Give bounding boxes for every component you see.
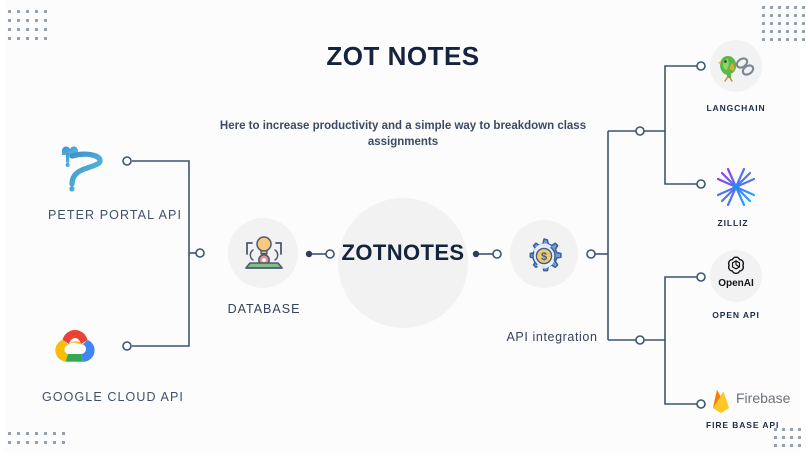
wire-node-firebase — [696, 399, 706, 409]
laptop-bulb-gear-icon — [241, 230, 287, 276]
node-label-api-integration: API integration — [506, 330, 598, 344]
anteater-icon — [46, 138, 110, 196]
node-api-integration[interactable]: $ API integration — [507, 220, 686, 350]
node-label-langchain: LANGCHAIN — [706, 103, 766, 113]
firebase-wordmark: Firebase — [736, 390, 791, 406]
zilliz-starburst-icon — [712, 164, 760, 210]
node-label-google-cloud: GOOGLE CLOUD API — [42, 390, 184, 404]
node-label-peter-portal: PETER PORTAL API — [47, 208, 183, 222]
wire-node-openai — [696, 272, 706, 282]
langchain-parrot-icon — [716, 47, 756, 85]
page-title: ZOT NOTES — [326, 41, 480, 71]
hub-label: ZOTNOTES — [341, 240, 465, 265]
wire-node-api-in — [492, 249, 502, 259]
wire-node-zilliz — [696, 179, 706, 189]
right-edge-strip — [800, 0, 806, 453]
wire-node-left-merge — [195, 248, 205, 258]
node-openai[interactable]: OpenAI OPEN API — [710, 250, 806, 328]
node-label-firebase: FIRE BASE API — [706, 420, 780, 430]
node-peter-portal[interactable]: PETER PORTAL API — [44, 138, 184, 238]
node-database[interactable]: DATABASE — [228, 218, 372, 328]
openai-icon — [725, 255, 747, 277]
wire-tree-to-zilliz — [664, 131, 697, 185]
node-firebase[interactable]: Firebase FIRE BASE API — [706, 386, 806, 446]
node-zilliz[interactable]: ZILLIZ — [710, 164, 806, 234]
page-subtitle: Here to increase productivity and a simp… — [219, 120, 587, 148]
google-cloud-icon — [46, 322, 104, 372]
hub-circle — [338, 198, 468, 328]
gear-dollar-icon: $ — [520, 230, 568, 278]
node-label-database: DATABASE — [227, 302, 301, 316]
node-langchain[interactable]: LANGCHAIN — [706, 40, 806, 120]
svg-text:$: $ — [541, 251, 547, 263]
firebase-flame-icon — [708, 386, 734, 416]
openai-circle-bg — [710, 250, 762, 302]
node-label-zilliz: ZILLIZ — [717, 218, 749, 228]
wire-node-upper-split — [635, 126, 645, 136]
wire-dot-hub-out — [472, 250, 480, 258]
node-google-cloud[interactable]: GOOGLE CLOUD API — [42, 322, 194, 422]
wire-tree-to-langchain — [644, 65, 697, 132]
node-label-openai: OPEN API — [712, 310, 760, 320]
openai-wordmark: OpenAI — [718, 278, 754, 289]
left-edge-strip — [0, 0, 6, 453]
